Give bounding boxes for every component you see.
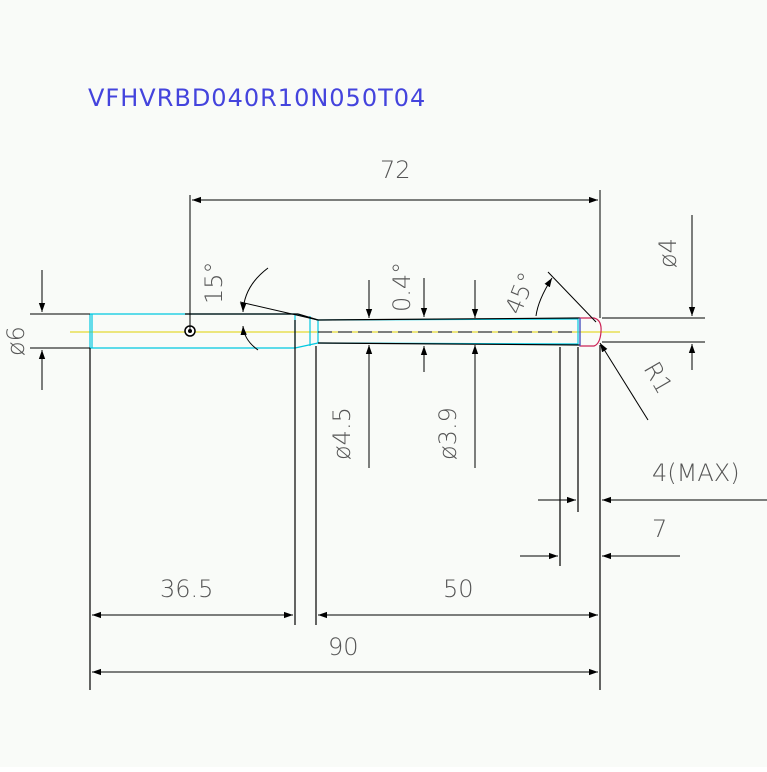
outline-lines <box>89 313 601 690</box>
dim-r1 <box>599 342 649 421</box>
dim-angle-0-4-label: 0.4° <box>388 262 416 312</box>
ball-tip <box>579 317 602 347</box>
dim-dia6 <box>30 270 90 390</box>
dim-dia4 <box>602 215 705 370</box>
dim-50-label: 50 <box>443 575 474 603</box>
dim-72-label: 72 <box>380 156 411 184</box>
tool-body <box>70 313 620 690</box>
dim-angle-45-label: 45° <box>500 268 542 318</box>
datum-point-center <box>188 329 192 333</box>
dim-4max-label: 4(MAX) <box>652 459 740 487</box>
dim-dia4-5-label: ø4.5 <box>328 407 356 460</box>
taper <box>245 313 319 349</box>
dim-dia6-label: ø6 <box>2 326 30 356</box>
dim-7-label: 7 <box>652 515 667 543</box>
dim-36-5-label: 36.5 <box>160 575 213 603</box>
dim-r1-label: R1 <box>638 357 678 399</box>
dim-angle-15-label: 15° <box>200 261 228 304</box>
dim-dia4-label: ø4 <box>654 238 682 268</box>
part-number-title: VFHVRBD040R10N050T04 <box>88 84 426 112</box>
dim-angle-45 <box>535 271 597 323</box>
dim-72 <box>189 190 601 330</box>
dim-90-label: 90 <box>328 633 359 661</box>
dim-dia3-9-label: ø3.9 <box>434 407 462 460</box>
dim-angle-15 <box>239 267 319 351</box>
shank <box>89 313 245 349</box>
